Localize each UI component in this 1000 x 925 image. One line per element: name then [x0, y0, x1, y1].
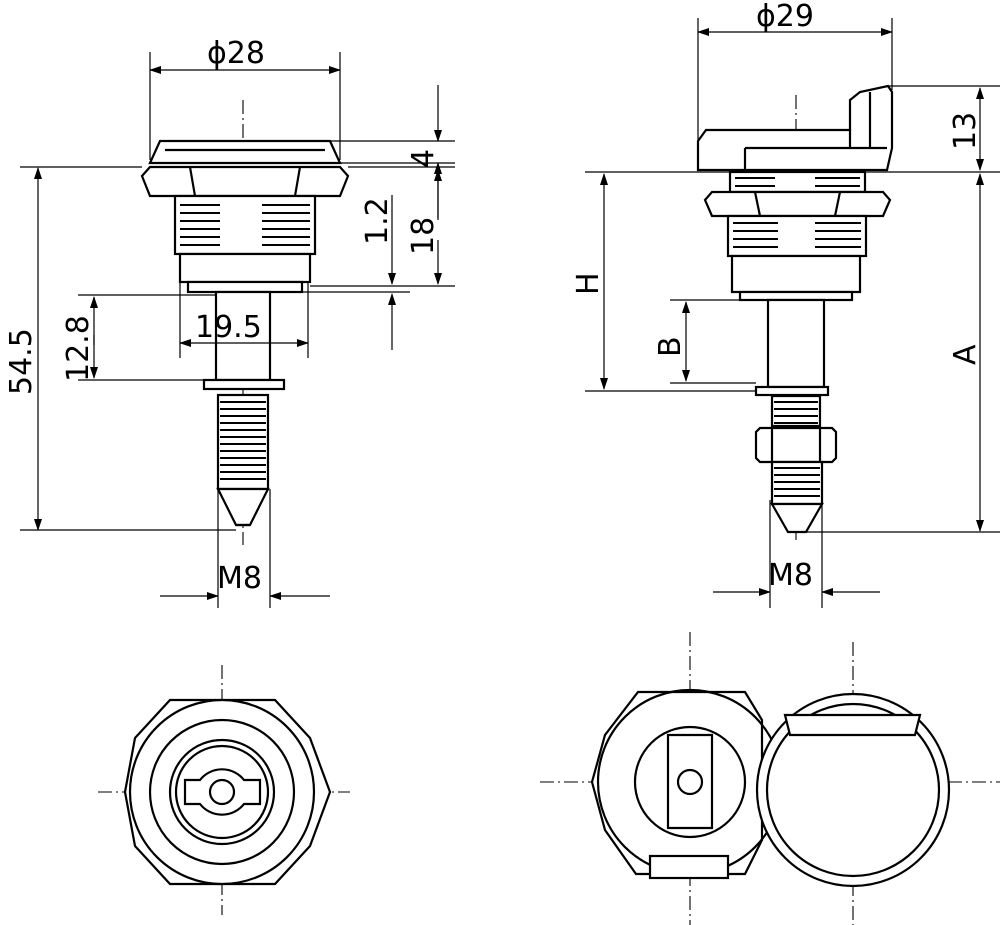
dim-side-head-diameter: ϕ29 [756, 0, 814, 34]
dim-side-length-h: H [571, 272, 606, 295]
side-collar [730, 254, 862, 294]
side-upper-thread [728, 170, 867, 194]
front-threaded-stud [216, 393, 270, 491]
dim-front-total-length: 54.5 [4, 328, 39, 395]
front-top-view [98, 665, 350, 915]
side-cover-head [696, 84, 894, 172]
front-shaft [214, 290, 272, 382]
side-top-key-slot [666, 733, 714, 830]
dim-side-thread-size: M8 [768, 558, 813, 593]
side-tip [770, 502, 824, 534]
front-hex-nut [140, 165, 350, 198]
front-collar [178, 252, 312, 284]
side-shaft [766, 298, 826, 389]
dim-front-thread-size: M8 [217, 561, 262, 596]
side-lower-nut [754, 426, 838, 464]
front-tip [216, 487, 270, 527]
side-hex-nut [703, 190, 892, 218]
dim-front-head-diameter: ϕ28 [207, 36, 265, 71]
dim-front-body-length: 18 [406, 217, 441, 255]
front-top-key-slot [183, 768, 262, 816]
side-washer [754, 385, 830, 397]
side-top-flip-cover [755, 692, 951, 888]
dim-side-length-b: B [653, 336, 688, 357]
dim-front-washer-thickness: 1.2 [360, 197, 395, 245]
front-lock-head [148, 139, 342, 165]
dim-front-head-height: 4 [406, 149, 441, 168]
front-dimensions: ϕ28 4 18 1.2 19.5 12.8 54.5 [4, 36, 455, 608]
side-dimensions: ϕ29 13 A H B M8 [571, 0, 1000, 608]
dim-front-shaft-length: 12.8 [61, 315, 96, 382]
side-view [696, 84, 894, 540]
dim-front-body-width: 19.5 [195, 310, 262, 345]
dim-side-length-a: A [948, 344, 983, 365]
front-view [140, 100, 350, 545]
dim-side-cover-height: 13 [948, 112, 983, 150]
side-top-view [540, 632, 1000, 925]
front-washer [202, 378, 286, 391]
